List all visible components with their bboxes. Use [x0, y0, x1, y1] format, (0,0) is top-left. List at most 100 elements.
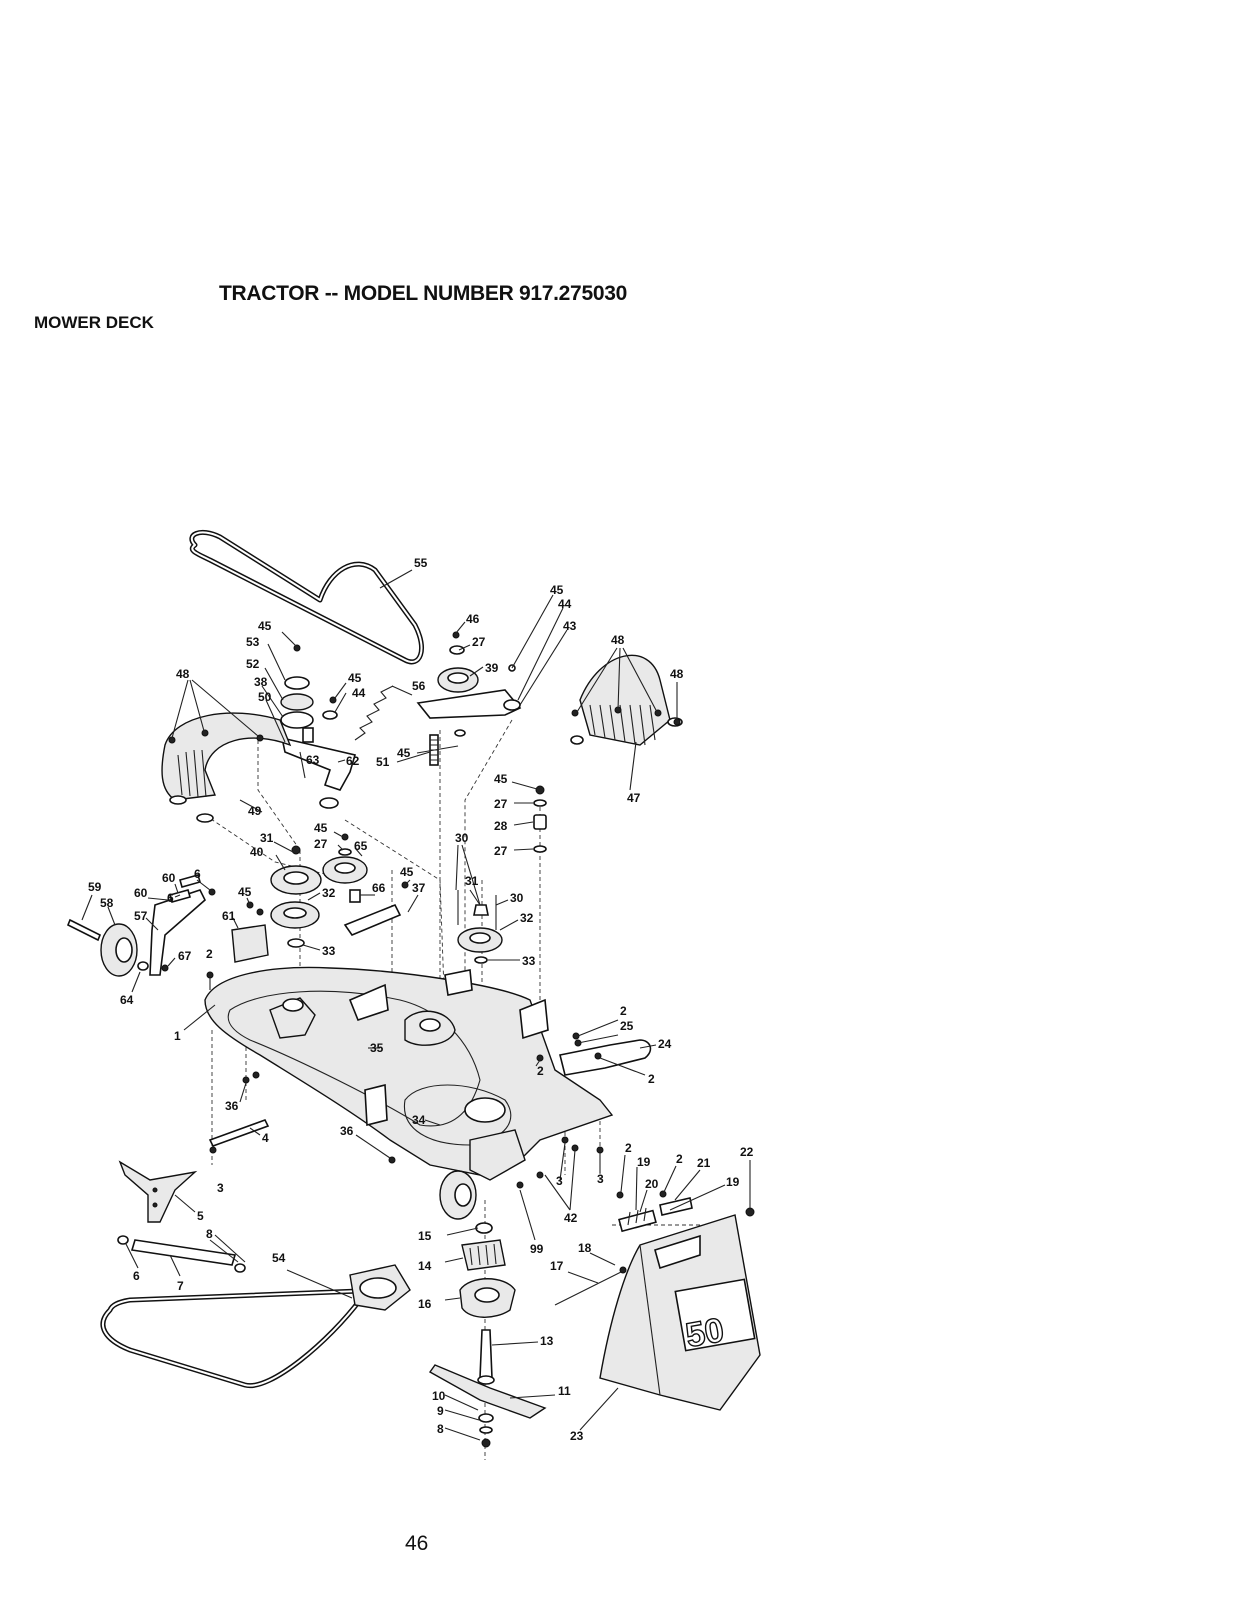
shield-49 — [161, 712, 292, 823]
callout-64: 64 — [120, 993, 134, 1007]
discharge-chute-23 — [599, 1214, 761, 1411]
callout-45: 45 — [238, 885, 252, 899]
callout-labels: 55 45 44 43 46 27 39 48 48 45 53 52 38 5… — [88, 556, 754, 1443]
pulley-65 — [322, 833, 368, 884]
callout-30: 30 — [455, 831, 469, 845]
spindle-assembly — [459, 1222, 516, 1318]
callout-36: 36 — [225, 1099, 239, 1113]
callout-34: 34 — [412, 1113, 426, 1127]
pulley-stack-left-top — [280, 644, 314, 743]
callout-16: 16 — [418, 1297, 432, 1311]
callout-1: 1 — [174, 1029, 181, 1043]
callout-51: 51 — [376, 755, 390, 769]
callout-17: 17 — [550, 1259, 564, 1273]
callout-18: 18 — [578, 1241, 592, 1255]
callout-45: 45 — [397, 746, 411, 760]
callout-45: 45 — [348, 671, 362, 685]
shield-47 — [570, 654, 683, 746]
callout-38: 38 — [254, 675, 268, 689]
callout-13: 13 — [540, 1334, 554, 1348]
callout-58: 58 — [100, 896, 114, 910]
callout-45: 45 — [550, 583, 564, 597]
bracket-24 — [559, 1032, 652, 1076]
callout-46: 46 — [466, 612, 480, 626]
pulley-39-arm — [416, 631, 522, 737]
callout-45: 45 — [258, 619, 272, 633]
spring-20 — [618, 1190, 693, 1233]
callout-6: 6 — [167, 891, 174, 905]
callout-4: 4 — [262, 1131, 269, 1145]
belt-55 — [189, 530, 425, 665]
callout-55: 55 — [414, 556, 428, 570]
callout-48: 48 — [670, 667, 684, 681]
front-gauge-wheel — [439, 1170, 477, 1220]
callout-59: 59 — [88, 880, 102, 894]
callout-2: 2 — [648, 1072, 655, 1086]
callout-10: 10 — [432, 1389, 446, 1403]
section-heading: MOWER DECK — [34, 313, 154, 332]
leader-lines — [81, 569, 751, 1441]
callout-37: 37 — [412, 881, 426, 895]
callout-31: 31 — [465, 874, 479, 888]
callout-8: 8 — [437, 1422, 444, 1436]
belt-54 — [100, 1264, 411, 1389]
callout-44: 44 — [558, 597, 572, 611]
pulley-40-32 — [270, 845, 322, 948]
callout-6: 6 — [133, 1269, 140, 1283]
callout-35: 35 — [370, 1041, 384, 1055]
callout-52: 52 — [246, 657, 260, 671]
callout-5: 5 — [197, 1209, 204, 1223]
callout-31: 31 — [260, 831, 274, 845]
callout-22: 22 — [740, 1145, 754, 1159]
callout-48: 48 — [176, 667, 190, 681]
callout-6: 6 — [194, 867, 201, 881]
callout-49: 49 — [248, 804, 262, 818]
parts — [66, 530, 761, 1448]
rod-7 — [117, 1234, 246, 1273]
callout-66: 66 — [372, 881, 386, 895]
callout-32: 32 — [322, 886, 336, 900]
callout-30: 30 — [510, 891, 524, 905]
callout-11: 11 — [558, 1384, 571, 1398]
callout-60: 60 — [162, 871, 176, 885]
callout-21: 21 — [697, 1156, 711, 1170]
callout-3: 3 — [217, 1181, 224, 1195]
callout-39: 39 — [485, 661, 499, 675]
callout-32: 32 — [520, 911, 534, 925]
callout-2: 2 — [625, 1141, 632, 1155]
callout-44: 44 — [352, 686, 366, 700]
callout-2: 2 — [537, 1064, 544, 1078]
bracket-61 — [231, 901, 269, 963]
callout-2: 2 — [206, 947, 213, 961]
blade-assembly — [428, 1329, 547, 1448]
callout-2: 2 — [676, 1152, 683, 1166]
callout-24: 24 — [658, 1037, 672, 1051]
page-title: TRACTOR -- MODEL NUMBER 917.275030 — [219, 282, 627, 305]
callout-63: 63 — [306, 753, 320, 767]
callout-56: 56 — [412, 679, 426, 693]
mower-deck-housing — [204, 966, 614, 1181]
callout-48: 48 — [611, 633, 625, 647]
callout-9: 9 — [437, 1404, 444, 1418]
callout-40: 40 — [250, 845, 264, 859]
rod-17 — [554, 1266, 627, 1306]
callout-8: 8 — [206, 1227, 213, 1241]
callout-15: 15 — [418, 1229, 432, 1243]
callout-67: 67 — [178, 949, 192, 963]
callout-99: 99 — [530, 1242, 544, 1256]
callout-25: 25 — [620, 1019, 634, 1033]
callout-61: 61 — [222, 909, 236, 923]
idler-arm-50 — [280, 696, 357, 809]
callout-53: 53 — [246, 635, 260, 649]
spacer-stack-right — [533, 785, 547, 853]
callout-47: 47 — [627, 791, 641, 805]
callout-27: 27 — [494, 844, 508, 858]
callout-33: 33 — [522, 954, 536, 968]
callout-27: 27 — [314, 837, 328, 851]
callout-27: 27 — [472, 635, 486, 649]
callout-42: 42 — [564, 1211, 578, 1225]
callout-3: 3 — [597, 1172, 604, 1186]
callout-54: 54 — [272, 1251, 286, 1265]
callout-7: 7 — [177, 1279, 184, 1293]
